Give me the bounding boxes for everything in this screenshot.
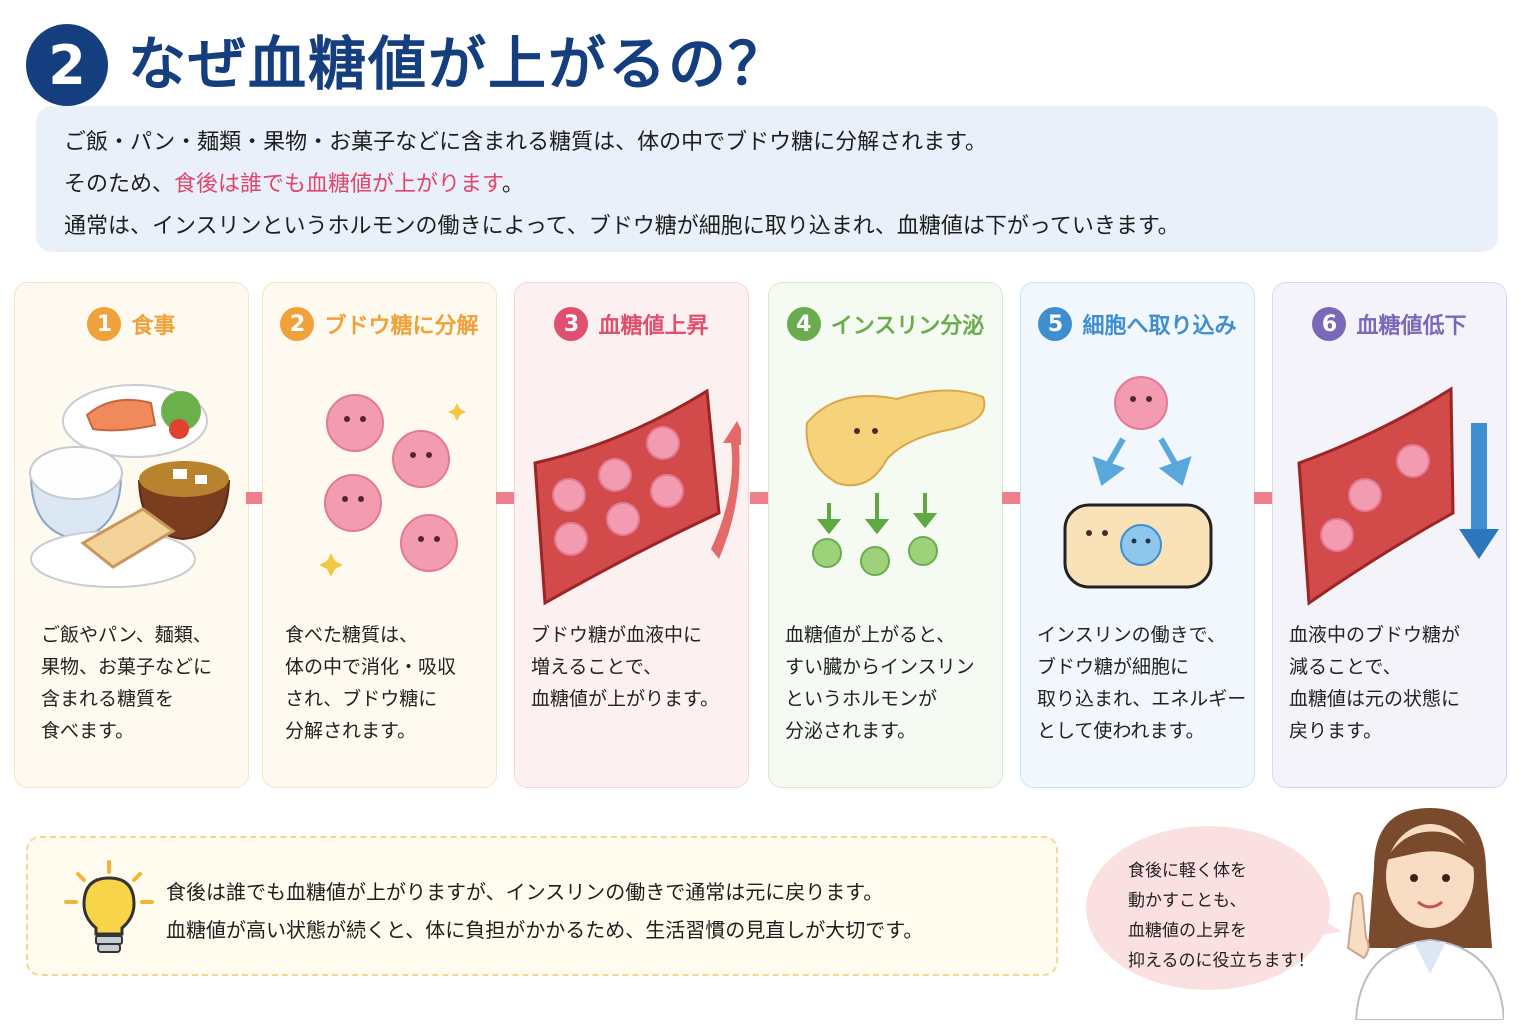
- step-number-5: 5: [1038, 307, 1073, 341]
- step-title-4: インスリン分泌: [830, 314, 985, 339]
- step-number-4: 4: [786, 307, 821, 341]
- tip-box: 食後は誰でも血糖値が上がりますが、インスリンの働きで通常は元に戻ります。 血糖値…: [26, 836, 1058, 976]
- step-number-1: 1: [87, 307, 122, 341]
- section-number-badge: 2: [26, 24, 108, 106]
- intro-box: ご飯・パン・麺類・果物・お菓子などに含まれる糖質は、体の中でブドウ糖に分解されま…: [36, 106, 1498, 252]
- step-3-desc-line-3: 血糖値が上がります。: [531, 688, 720, 710]
- step-2-desc-line-3: され、ブドウ糖に: [285, 688, 438, 710]
- speech-bubble-shape: [1086, 826, 1342, 990]
- blood-vessel-rising-illustration: [533, 388, 741, 606]
- bubble-line-4: 抑えるのに役立ちます！: [1128, 951, 1315, 971]
- step-6-desc-line-2: 減ることで、: [1289, 656, 1402, 678]
- step-4-desc-line-1: 血糖値が上がると、: [785, 624, 956, 646]
- intro-line-3: 通常は、インスリンというホルモンの働きによって、ブドウ糖が細胞に取り込まれ、血糖…: [64, 214, 1180, 239]
- step-6-desc-line-1: 血液中のブドウ糖が: [1289, 624, 1461, 646]
- cell-uptake-illustration: [1063, 376, 1213, 589]
- tip-line-2: 血糖値が高い状態が続くと、体に負担がかかるため、生活習慣の見直しが大切です。: [166, 918, 924, 942]
- step-card-1: 1 食事 ご飯やパン、麺類、 果物、お菓子などに 含まれる糖質を 食べます。: [14, 282, 249, 788]
- bubble-line-1: 食後に軽く体を: [1128, 861, 1247, 881]
- step-card-4: 4 インスリン分泌 血糖値が上がると、 すい臓からインスリン というホルモンが 分…: [768, 282, 1003, 788]
- glucose-molecules-illustration: [319, 394, 466, 577]
- meal-illustration: [29, 384, 231, 588]
- step-number-2: 2: [280, 307, 315, 341]
- step-5-desc-line-4: として使われます。: [1037, 720, 1205, 742]
- intro-highlight: 食後は誰でも血糖値が上がります: [174, 172, 502, 197]
- step-1-desc-line-2: 果物、お菓子などに: [41, 656, 213, 678]
- pancreas-illustration: [805, 389, 986, 576]
- step-2-desc-line-1: 食べた糖質は、: [285, 624, 419, 646]
- step-5-desc-line-2: ブドウ糖が細胞に: [1037, 656, 1190, 678]
- tip-line-1: 食後は誰でも血糖値が上がりますが、インスリンの働きで通常は元に戻ります。: [166, 880, 884, 904]
- step-card-2: 2 ブドウ糖に分解 食べた糖質は、 体の中で消化・吸収 され、ブドウ糖に 分解され…: [262, 282, 497, 788]
- intro-line-2-prefix: そのため、: [64, 172, 175, 197]
- step-1-desc-line-3: 含まれる糖質を: [41, 688, 175, 710]
- step-title-3: 血糖値上昇: [598, 314, 709, 339]
- page-title: なぜ血糖値が上がるの？: [128, 30, 789, 98]
- step-card-3: 3 血糖値上昇 ブドウ糖が血液中に 増えることで、 血糖値が上がります。: [514, 282, 749, 788]
- step-card-5: 5 細胞へ取り込み インスリンの働きで、 ブドウ糖が細胞に 取り込まれ、エネルギー…: [1020, 282, 1255, 788]
- step-6-desc-line-3: 血糖値は元の状態に: [1289, 688, 1461, 710]
- step-5-desc-line-3: 取り込まれ、エネルギー: [1037, 688, 1247, 710]
- step-5-desc-line-1: インスリンの働きで、: [1037, 624, 1226, 646]
- step-3-desc-line-2: 増えることで、: [531, 656, 663, 678]
- step-1-desc-line-1: ご飯やパン、麺類、: [41, 624, 212, 646]
- step-4-desc-line-2: すい臓からインスリン: [785, 656, 975, 678]
- step-number-6: 6: [1312, 307, 1347, 341]
- step-4-desc-line-4: 分泌されます。: [785, 720, 917, 742]
- lightbulb-icon: [64, 860, 154, 953]
- step-1-desc-line-4: 食べます。: [41, 720, 135, 742]
- bubble-line-3: 血糖値の上昇を: [1128, 921, 1247, 941]
- intro-line-1: ご飯・パン・麺類・果物・お菓子などに含まれる糖質は、体の中でブドウ糖に分解されま…: [64, 130, 987, 155]
- step-title-1: 食事: [131, 314, 176, 339]
- bubble-line-2: 動かすことも、: [1128, 891, 1247, 911]
- doctor-avatar: [1346, 808, 1504, 1020]
- step-2-desc-line-2: 体の中で消化・吸収: [285, 656, 457, 678]
- step-3-desc-line-1: ブドウ糖が血液中に: [531, 624, 703, 646]
- step-4-desc-line-3: というホルモンが: [785, 688, 938, 710]
- step-2-desc-line-4: 分解されます。: [285, 720, 417, 742]
- step-title-2: ブドウ糖に分解: [324, 314, 479, 339]
- step-title-6: 血糖値低下: [1356, 314, 1467, 339]
- intro-line-2-suffix: 。: [501, 172, 524, 197]
- intro-line-2: そのため、食後は誰でも血糖値が上がります。: [64, 166, 524, 198]
- step-title-5: 細胞へ取り込み: [1082, 314, 1237, 339]
- blood-vessel-lowering-illustration: [1297, 386, 1499, 606]
- step-card-6: 6 血糖値低下 血液中のブドウ糖が 減ることで、 血糖値は元の状態に 戻ります。: [1272, 282, 1507, 788]
- speech-bubble: 食後に軽く体を 動かすことも、 血糖値の上昇を 抑えるのに役立ちます！: [1084, 822, 1342, 994]
- step-number-3: 3: [554, 307, 589, 341]
- step-6-desc-line-4: 戻ります。: [1289, 720, 1383, 742]
